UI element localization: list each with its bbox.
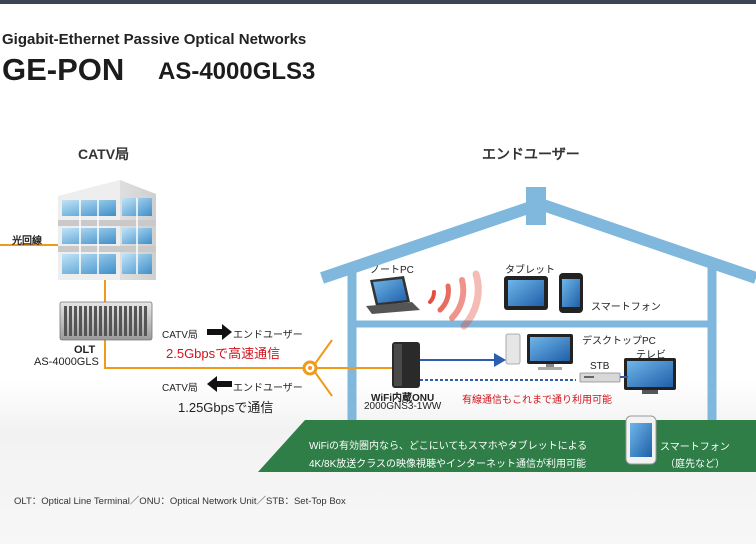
wired-lines xyxy=(420,359,628,381)
ground-line-1: WiFiの有効圏内なら、どこにいてもスマホやタブレットによる xyxy=(309,441,588,452)
stb-label: STB xyxy=(590,361,610,372)
notebook-pc-icon xyxy=(366,276,420,314)
desktop-label: デスクトップPC xyxy=(582,336,656,347)
section-catv: CATV局 xyxy=(78,146,130,162)
footnote: OLT：Optical Line Terminal／ONU：Optical Ne… xyxy=(14,496,346,507)
fiber-label: 光回線 xyxy=(12,236,42,247)
uplink-speed: 1.25Gbpsで通信 xyxy=(178,400,274,415)
garden-phone-sub: （庭先など） xyxy=(665,459,725,470)
tablet-icon xyxy=(504,276,548,310)
olt-rack-icon xyxy=(59,301,153,341)
product-model: AS-4000GLS3 xyxy=(158,58,316,85)
downstream-arrow-icon xyxy=(207,324,232,340)
uplink-to: エンドユーザー xyxy=(233,383,303,394)
onu-label: WiFi内蔵ONU xyxy=(371,393,435,404)
product-name: GE-PON xyxy=(2,52,125,87)
onu-device-icon xyxy=(392,342,420,388)
page-subtitle: Gigabit-Ethernet Passive Optical Network… xyxy=(2,31,307,48)
garden-smartphone-icon xyxy=(625,415,657,465)
desktop-pc-icon xyxy=(505,333,573,370)
wired-arrow-icon xyxy=(494,353,506,367)
onu-model: 2000GNS3-1WW xyxy=(364,401,442,412)
olt-label: OLT xyxy=(74,344,96,356)
olt-model: AS-4000GLS xyxy=(34,356,99,368)
smartphone-label: スマートフォン xyxy=(591,302,661,313)
wifi-waves-icon xyxy=(428,270,482,330)
uplink-from: CATV局 xyxy=(162,383,198,394)
house-outline xyxy=(320,187,756,420)
downlink-from: CATV局 xyxy=(162,330,198,341)
top-bar xyxy=(0,0,756,4)
downlink-speed: 2.5Gbpsで高速通信 xyxy=(166,346,281,361)
tv-label: テレビ xyxy=(636,350,666,361)
garden-phone-label: スマートフォン xyxy=(660,442,730,453)
tablet-label: タブレット xyxy=(505,265,555,276)
building-icon xyxy=(58,180,156,280)
stb-device-icon xyxy=(579,372,621,383)
upstream-arrow-icon xyxy=(207,376,232,392)
downlink-to: エンドユーザー xyxy=(233,330,303,341)
tv-icon xyxy=(624,358,676,394)
smartphone-icon xyxy=(559,273,583,313)
notebook-label: ノートPC xyxy=(370,265,414,276)
ground-line-2: 4K/8K放送クラスの映像視聴やインターネット通信が利用可能 xyxy=(309,459,587,470)
wired-note: 有線通信もこれまで通り利用可能 xyxy=(462,395,612,406)
section-enduser: エンドユーザー xyxy=(482,146,580,162)
